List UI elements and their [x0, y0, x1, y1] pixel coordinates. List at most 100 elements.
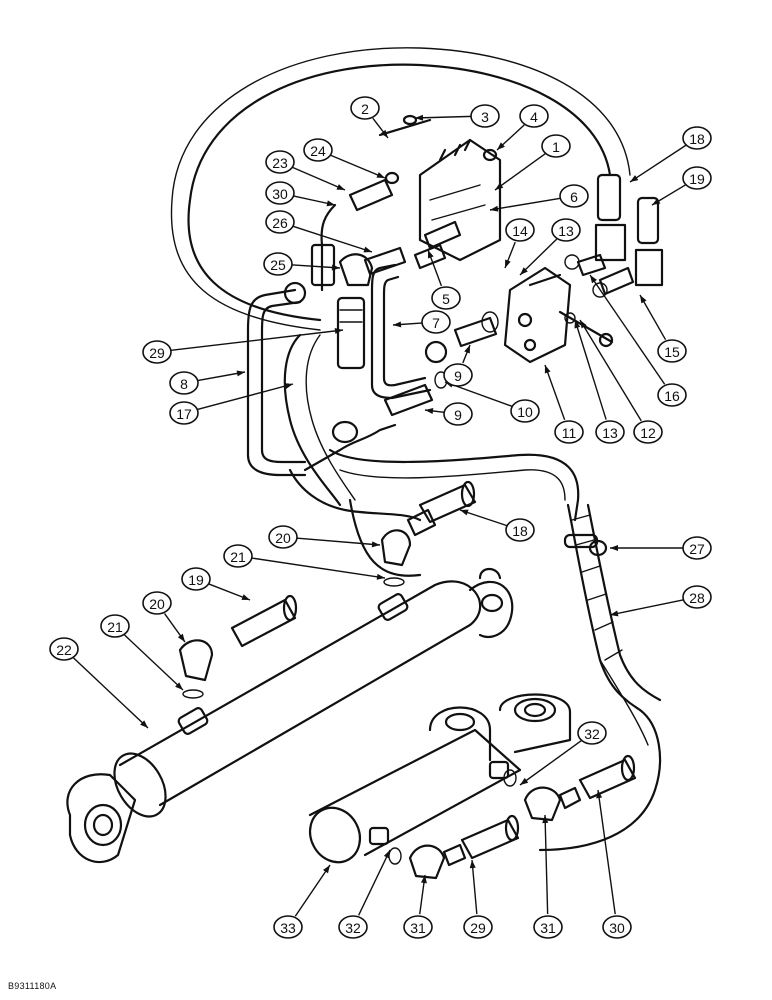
leader-line-32	[357, 849, 391, 916]
leader-arrowhead	[497, 142, 505, 150]
leader-line-33	[294, 864, 331, 917]
callout-ring	[505, 518, 535, 542]
callout-number: 13	[558, 223, 574, 239]
connector-9-lower	[383, 383, 434, 417]
leader-line-13	[574, 319, 607, 420]
callout-number: 32	[584, 726, 600, 742]
outer-hose-loop-inner	[170, 47, 631, 331]
main-cylinder-22	[66, 567, 514, 864]
callout-5: 5	[431, 286, 461, 310]
leader-arrowhead	[420, 875, 427, 884]
leader-arrowhead	[590, 275, 597, 284]
callout-8: 8	[169, 371, 199, 395]
callout-ring	[268, 525, 298, 549]
callout-ring	[443, 402, 473, 426]
outer-hose-loop	[187, 63, 612, 322]
leader-line-17	[196, 383, 294, 411]
pipe-7-inner	[382, 275, 427, 387]
hose-17-b	[305, 334, 356, 501]
callout-number: 2	[361, 101, 369, 117]
callout-ring	[602, 915, 632, 939]
callout-31: 31	[533, 915, 563, 939]
callout-ring	[265, 181, 295, 205]
leader-line-16	[589, 274, 666, 385]
hose-lower-loop	[288, 468, 422, 522]
callout-30: 30	[265, 181, 295, 205]
callout-13: 13	[551, 218, 581, 242]
leader-arrowhead	[177, 633, 185, 642]
callout-ring	[265, 210, 295, 234]
callout-ring	[657, 339, 687, 363]
callout-16: 16	[657, 383, 687, 407]
callout-number: 25	[270, 257, 286, 273]
callout-ring	[554, 420, 584, 444]
pipe-lower	[303, 423, 397, 472]
callout-21: 21	[223, 544, 253, 568]
leader-arrowhead	[140, 720, 148, 728]
control-valve	[378, 114, 502, 262]
callout-ring	[682, 166, 712, 190]
callout-19: 19	[682, 166, 712, 190]
callout-ring	[273, 915, 303, 939]
leader-arrowhead	[415, 114, 424, 121]
callout-ring	[510, 399, 540, 423]
leader-arrowhead	[490, 205, 499, 212]
hose-coupling-29-upper	[336, 296, 366, 370]
lower-cylinder-33	[308, 693, 572, 865]
leader-arrowhead	[393, 321, 402, 328]
leader-arrowhead	[383, 850, 390, 859]
hose-19-lower	[178, 594, 298, 699]
callout-ring	[142, 591, 172, 615]
callout-number: 9	[454, 368, 462, 384]
callout-18: 18	[682, 126, 712, 150]
leader-arrowhead	[236, 370, 245, 377]
callout-ring	[470, 104, 500, 128]
callout-number: 14	[512, 223, 528, 239]
callout-32: 32	[338, 915, 368, 939]
callout-19: 19	[181, 567, 211, 591]
callout-number: 11	[562, 425, 577, 441]
callout-ring	[519, 104, 549, 128]
callout-32: 32	[577, 721, 607, 745]
callout-number: 31	[410, 920, 426, 936]
leader-line-15	[639, 294, 667, 341]
leader-arrowhead	[505, 259, 511, 268]
leader-line-25	[290, 264, 341, 269]
callout-12: 12	[633, 420, 663, 444]
callout-ring	[431, 286, 461, 310]
leader-arrowhead	[175, 682, 183, 690]
callout-31: 31	[403, 915, 433, 939]
leader-arrowhead	[574, 320, 581, 329]
callout-number: 19	[689, 171, 705, 187]
leader-arrowhead	[326, 200, 335, 207]
pipe-7	[370, 263, 432, 400]
drawing-code: B9311180A	[8, 981, 57, 991]
pipe-8	[246, 288, 307, 477]
leader-line-24	[329, 154, 386, 179]
elbow-25	[338, 253, 374, 287]
leader-line-30	[597, 789, 616, 915]
callout-number: 20	[149, 596, 165, 612]
callout-number: 21	[230, 549, 246, 565]
leader-arrowhead	[334, 327, 343, 334]
leader-arrowhead	[469, 860, 476, 869]
callout-number: 18	[689, 131, 705, 147]
hose-17	[283, 333, 342, 507]
callout-29: 29	[142, 340, 172, 364]
callout-25: 25	[263, 252, 293, 276]
leader-arrowhead	[460, 509, 469, 516]
leader-arrowhead	[376, 172, 385, 178]
leader-arrowhead	[542, 815, 549, 824]
callout-ring	[533, 915, 563, 939]
leader-line-26	[292, 225, 373, 253]
leader-line-28	[609, 598, 685, 616]
leader-arrowhead	[520, 777, 529, 785]
callout-11: 11	[554, 420, 584, 444]
callout-number: 17	[176, 406, 192, 422]
callout-number: 30	[272, 186, 288, 202]
callout-ring	[559, 184, 589, 208]
callout-ring	[338, 915, 368, 939]
leader-arrowhead	[630, 175, 639, 182]
leader-line-18	[629, 144, 687, 183]
